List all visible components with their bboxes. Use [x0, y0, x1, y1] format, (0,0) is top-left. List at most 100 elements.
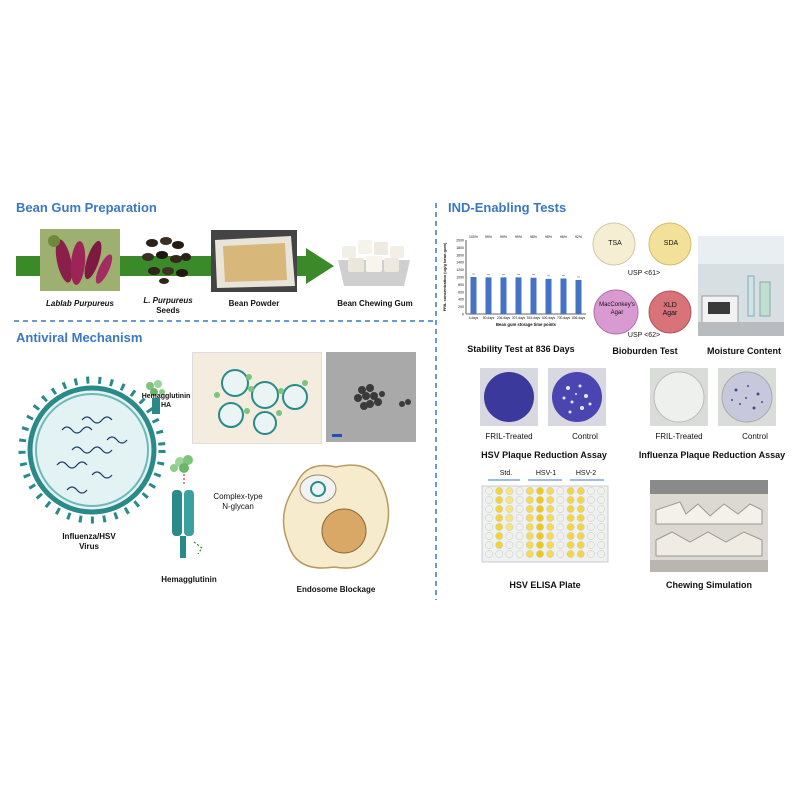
elisa-well: [525, 496, 534, 504]
elisa-well: [495, 496, 504, 504]
elisa-well: [566, 514, 575, 522]
elisa-plate: [481, 479, 609, 563]
elisa-well: [546, 523, 555, 531]
elisa-well: [587, 505, 595, 513]
powder-label: Bean Powder: [228, 299, 280, 308]
elisa-wells: [485, 487, 606, 558]
lablab-label: Lablab Purpureus: [45, 299, 114, 308]
y-axis-label: FRIL concentration (ug/g bean gum): [442, 242, 447, 311]
hsv-plaque-wells: [480, 368, 606, 426]
elisa-well: [576, 532, 585, 540]
bar: [515, 277, 522, 314]
elisa-well: [556, 505, 565, 513]
percent-label: 99%: [500, 235, 507, 239]
elisa-well: [485, 514, 493, 522]
elisa-well: [525, 523, 534, 531]
elisa-well: [505, 541, 514, 549]
elisa-well: [515, 541, 524, 549]
elisa-well: [576, 514, 585, 522]
elisa-well: [525, 532, 534, 540]
tem-image: [326, 352, 416, 442]
x-tick-label: 206-days: [497, 316, 511, 320]
elisa-well: [505, 532, 514, 540]
elisa-well: [536, 541, 544, 549]
sda-label: SDA: [663, 240, 679, 247]
elisa-well: [566, 523, 575, 531]
y-tick-label: 1000: [456, 276, 464, 280]
hsv-control-label: Control: [572, 432, 598, 441]
elisa-std-label: Std.: [499, 470, 513, 477]
y-tick-label: 1600: [456, 253, 464, 257]
elisa-well: [576, 487, 585, 495]
elisa-well: [597, 541, 606, 549]
elisa-well: [495, 514, 504, 522]
hemagglutinin-label: Hemagglutinin: [161, 575, 217, 584]
elisa-well: [576, 541, 585, 549]
elisa-well: [597, 496, 606, 504]
elisa-well: [525, 550, 534, 558]
elisa-well: [515, 532, 524, 540]
elisa-well: [495, 532, 504, 540]
hsv-plaque-caption: HSV Plaque Reduction Assay: [481, 450, 607, 460]
usp61-label: USP <61>: [627, 270, 661, 277]
x-tick-label: 700-days: [557, 316, 571, 320]
y-tick-label: 600: [458, 290, 464, 294]
endosome-cell: [282, 464, 390, 569]
elisa-well: [515, 523, 524, 531]
macconkey-dish: [593, 289, 639, 335]
flu-plaque-wells: [650, 368, 776, 426]
hsv-control-well: [552, 372, 602, 422]
percent-label: 98%: [530, 235, 537, 239]
hsv-treated-label: FRIL-Treated: [485, 432, 533, 441]
nucleus: [321, 508, 367, 554]
gum-photo: [334, 230, 414, 290]
bean-gum-title: Bean Gum Preparation: [16, 200, 157, 215]
elisa-well: [556, 487, 565, 495]
fril-cluster: [170, 455, 193, 473]
elisa-well: [515, 550, 524, 558]
bioburden-dishes: [592, 222, 692, 335]
ha-spike-icon: [146, 380, 165, 414]
virus-label-line1: Influenza/HSV: [62, 532, 116, 541]
ha-label-line2: HA: [160, 402, 172, 409]
elisa-well: [515, 514, 524, 522]
x-tick-label: 307-days: [512, 316, 526, 320]
seeds-label-line1: L. Purpureus: [143, 296, 193, 305]
virus-diagram: [18, 376, 166, 524]
elisa-well: [546, 541, 555, 549]
elisa-well: [515, 487, 524, 495]
elisa-well: [505, 505, 514, 513]
complex-label-line2: N-glycan: [222, 502, 254, 511]
seeds-label-line2: Seeds: [156, 306, 180, 315]
y-tick-label: 1800: [456, 246, 464, 250]
elisa-well: [566, 550, 575, 558]
elisa-well: [597, 532, 606, 540]
elisa-well: [525, 514, 534, 522]
x-tick-label: 600-days: [542, 316, 556, 320]
virus-spikes: [18, 376, 166, 524]
y-tick-label: 0: [462, 313, 464, 317]
hsv-treated-well: [484, 372, 534, 422]
complex-label-line1: Complex-type: [213, 492, 263, 501]
endosome-label: Endosome Blockage: [296, 585, 376, 594]
chewing-caption: Chewing Simulation: [665, 580, 752, 590]
elisa-well: [536, 550, 544, 558]
elisa-well: [525, 505, 534, 513]
elisa-well: [546, 550, 555, 558]
elisa-well: [495, 487, 504, 495]
powder-photo: [211, 230, 297, 292]
elisa-well: [495, 550, 504, 558]
elisa-well: [505, 550, 514, 558]
y-tick-label: 1200: [456, 268, 464, 272]
percent-label: 96%: [560, 235, 567, 239]
elisa-well: [525, 541, 534, 549]
elisa-caption: HSV ELISA Plate: [509, 580, 581, 590]
elisa-well: [485, 496, 493, 504]
elisa-well: [576, 496, 585, 504]
flu-treated-label: FRIL-Treated: [655, 432, 703, 441]
chart-bars: [470, 273, 582, 314]
hemagglutinin-molecule: [170, 455, 203, 558]
tsa-label: TSA: [608, 240, 622, 247]
elisa-well: [515, 496, 524, 504]
